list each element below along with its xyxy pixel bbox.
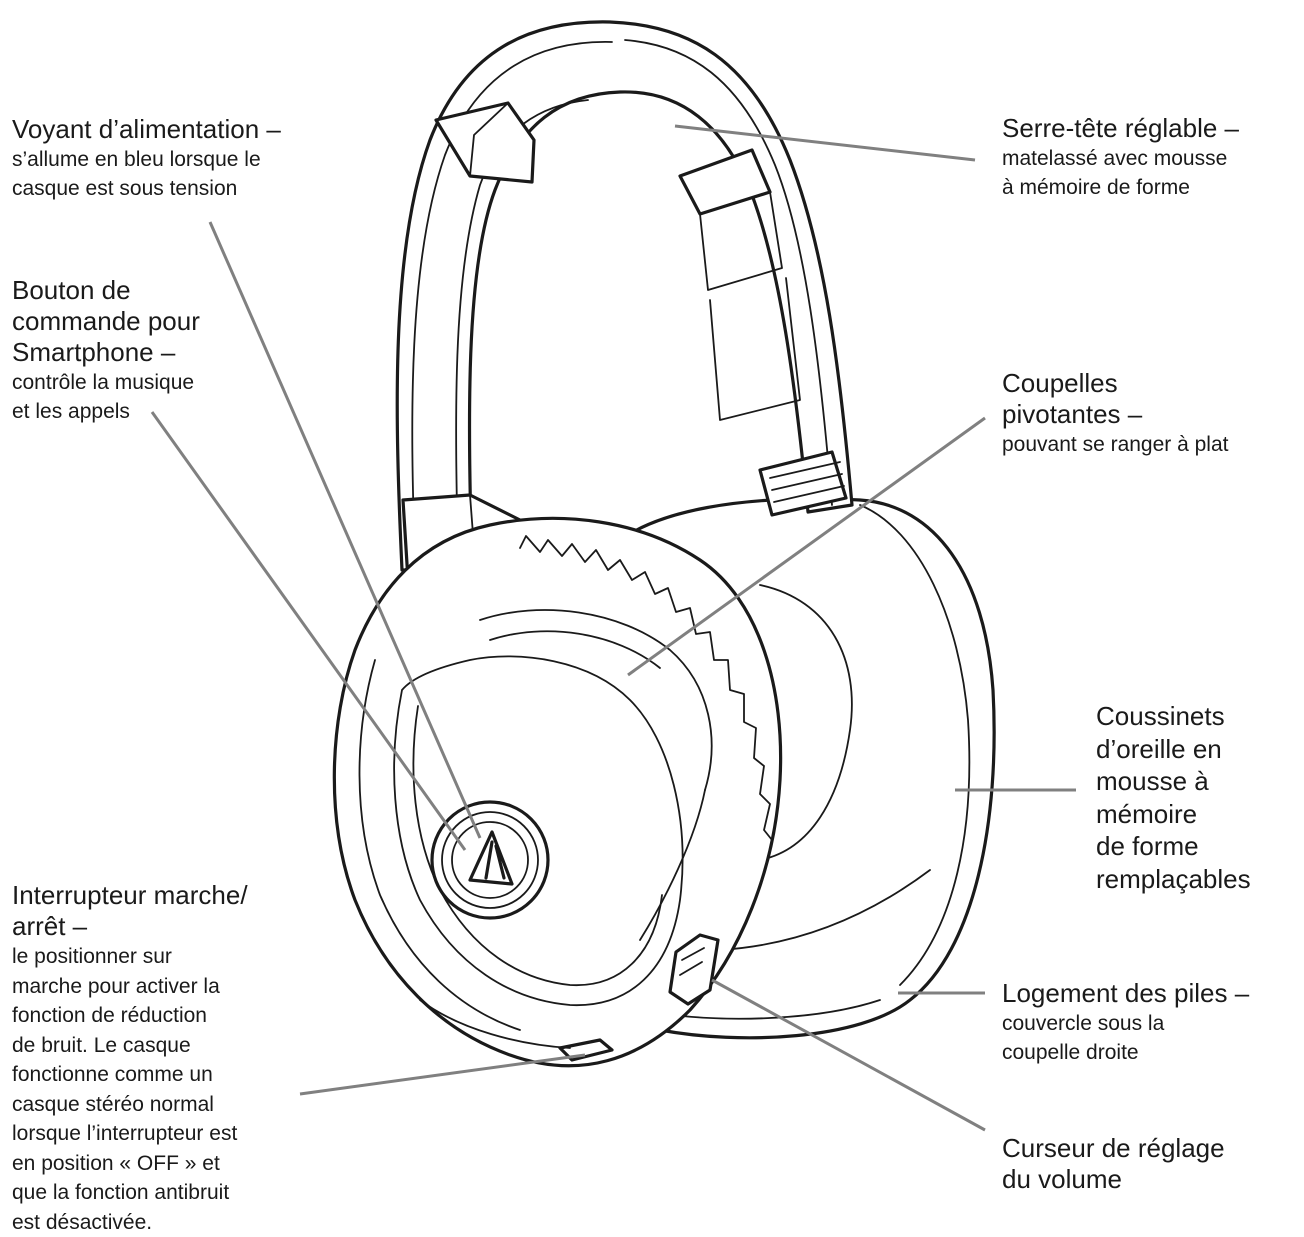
headband-title: Serre-tête réglable –: [1002, 113, 1240, 143]
callout-battery: Logement des piles – couvercle sous la c…: [1002, 978, 1249, 1067]
callout-power-led: Voyant d’alimentation – s’allume en bleu…: [12, 114, 281, 203]
on-off-switch-title: Interrupteur marche/ arrêt –: [12, 880, 248, 941]
leader-lines: [150, 124, 1076, 1132]
on-off-switch-desc: le positionner sur marche pour activer l…: [12, 945, 238, 1234]
callout-earcups: Coupelles pivotantes – pouvant se ranger…: [1002, 368, 1229, 459]
volume-title: Curseur de réglage du volume: [1002, 1133, 1225, 1194]
battery-title: Logement des piles –: [1002, 978, 1250, 1008]
callout-smartphone-button: Bouton de commande pour Smartphone – con…: [12, 275, 200, 426]
ear-cushions-title: Coussinets d’oreille en mousse à mémoire…: [1096, 701, 1251, 894]
callout-ear-cushions: Coussinets d’oreille en mousse à mémoire…: [1096, 700, 1251, 895]
smartphone-button-desc: contrôle la musique et les appels: [12, 371, 195, 423]
left-earcup: [332, 516, 783, 1068]
headband-desc: matelassé avec mousse à mémoire de forme: [1002, 147, 1228, 199]
callout-volume: Curseur de réglage du volume: [1002, 1133, 1225, 1195]
brand-logo-icon: [468, 830, 514, 886]
earcups-desc: pouvant se ranger à plat: [1002, 433, 1229, 456]
battery-desc: couvercle sous la coupelle droite: [1002, 1012, 1165, 1064]
volume-slider: [668, 933, 720, 1006]
power-led-desc: s’allume en bleu lorsque le casque est s…: [12, 148, 261, 200]
earcups-title: Coupelles pivotantes –: [1002, 368, 1143, 429]
smartphone-button-title: Bouton de commande pour Smartphone –: [12, 275, 200, 367]
callout-on-off-switch: Interrupteur marche/ arrêt – le position…: [12, 880, 248, 1237]
power-led-title: Voyant d’alimentation –: [12, 114, 281, 144]
callout-headband: Serre-tête réglable – matelassé avec mou…: [1002, 113, 1239, 202]
